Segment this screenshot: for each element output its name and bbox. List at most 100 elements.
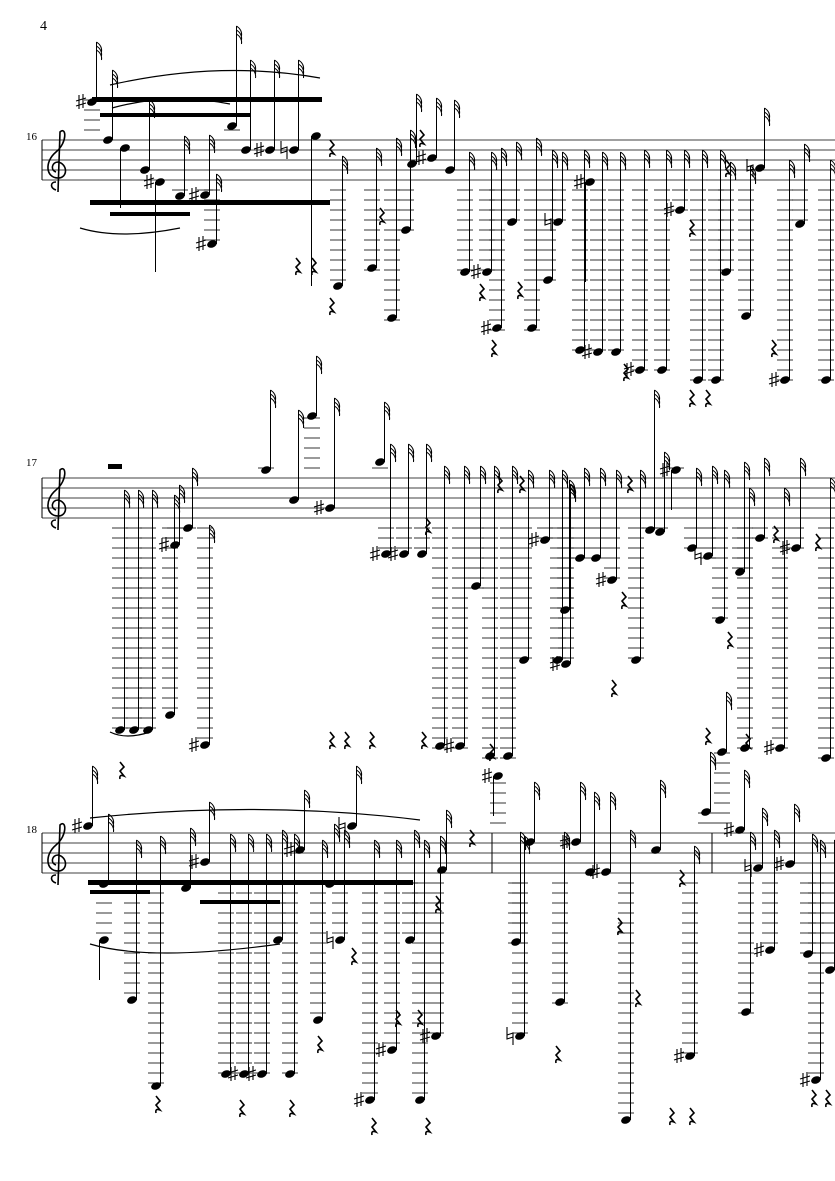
flag — [454, 99, 461, 111]
quarter-rest-icon — [394, 1009, 403, 1028]
note — [112, 489, 131, 734]
note — [311, 132, 321, 286]
quarter-rest-icon — [744, 733, 753, 752]
flag — [410, 137, 417, 149]
flag — [216, 181, 223, 193]
flag — [794, 811, 801, 823]
note — [143, 174, 165, 272]
flag — [789, 163, 796, 175]
flag — [124, 489, 131, 501]
sharp-icon — [768, 372, 780, 387]
flag — [282, 833, 289, 845]
flag — [464, 465, 471, 477]
flag — [744, 469, 751, 481]
sharp-icon — [158, 537, 170, 552]
treble-clef-system-1 — [47, 129, 67, 193]
flag — [112, 69, 119, 81]
notehead — [289, 496, 299, 504]
quarter-rest-icon — [434, 895, 443, 914]
notehead — [227, 122, 237, 130]
notehead — [753, 864, 763, 872]
flag — [730, 161, 737, 173]
flag — [322, 839, 329, 851]
note — [124, 839, 143, 1004]
quarter-rest-icon — [518, 475, 527, 494]
notehead — [381, 550, 391, 558]
flag — [602, 151, 609, 163]
quarter-rest-icon — [370, 1117, 379, 1136]
quarter-rest-icon — [678, 869, 687, 888]
flag — [374, 847, 381, 859]
notehead — [825, 966, 835, 974]
sharp-icon — [443, 738, 455, 753]
notehead — [265, 146, 275, 154]
sharp-icon — [763, 740, 775, 755]
notehead — [273, 936, 283, 944]
note — [140, 99, 156, 174]
flag — [710, 759, 717, 771]
flag — [640, 477, 647, 489]
notehead — [435, 742, 445, 750]
quarter-rest-icon — [154, 1095, 163, 1114]
natural-icon — [326, 931, 334, 949]
note — [589, 791, 617, 879]
sharp-icon — [369, 546, 381, 561]
beam — [90, 200, 330, 205]
sharp-icon — [71, 818, 83, 833]
flag — [446, 809, 453, 821]
notehead — [811, 1076, 821, 1084]
flag — [564, 835, 571, 847]
note — [387, 443, 415, 561]
flag — [830, 167, 835, 175]
beam — [92, 97, 322, 102]
notehead — [285, 1070, 295, 1078]
flag — [376, 147, 383, 159]
system-3: 18 — [26, 691, 835, 1136]
flag — [630, 829, 637, 841]
note — [572, 149, 591, 354]
flag — [564, 831, 571, 843]
flag — [569, 483, 576, 495]
flag — [138, 497, 145, 509]
flag — [584, 471, 591, 483]
note — [258, 389, 277, 474]
flag — [562, 151, 569, 163]
flag — [730, 165, 737, 177]
note — [500, 465, 519, 760]
tie — [109, 731, 151, 737]
note — [322, 823, 341, 888]
notehead — [427, 154, 437, 162]
flag — [190, 835, 197, 847]
note — [457, 151, 476, 276]
flag — [436, 105, 443, 117]
flag — [216, 173, 223, 185]
sharp-icon — [723, 822, 735, 837]
flag — [282, 829, 289, 841]
flag — [316, 359, 323, 371]
notehead — [555, 998, 565, 1006]
note — [241, 59, 257, 154]
notehead — [711, 376, 721, 384]
note — [188, 801, 216, 869]
flag — [580, 785, 587, 797]
flag — [236, 33, 243, 45]
note — [673, 845, 701, 1063]
flag — [512, 469, 519, 481]
note — [445, 99, 461, 174]
treble-clef-system-3 — [47, 822, 67, 886]
flag — [469, 159, 476, 171]
flag — [414, 833, 421, 845]
notehead — [560, 606, 570, 614]
flag — [209, 134, 216, 146]
flag — [528, 473, 535, 485]
quarter-rest-icon — [378, 207, 387, 226]
flag — [804, 143, 811, 155]
quarter-rest-icon — [704, 389, 713, 408]
flag — [192, 475, 199, 487]
notehead — [415, 1096, 425, 1104]
flag — [726, 699, 733, 711]
notehead — [687, 544, 697, 552]
flag — [800, 465, 807, 477]
flag — [660, 783, 667, 795]
note — [544, 151, 569, 231]
